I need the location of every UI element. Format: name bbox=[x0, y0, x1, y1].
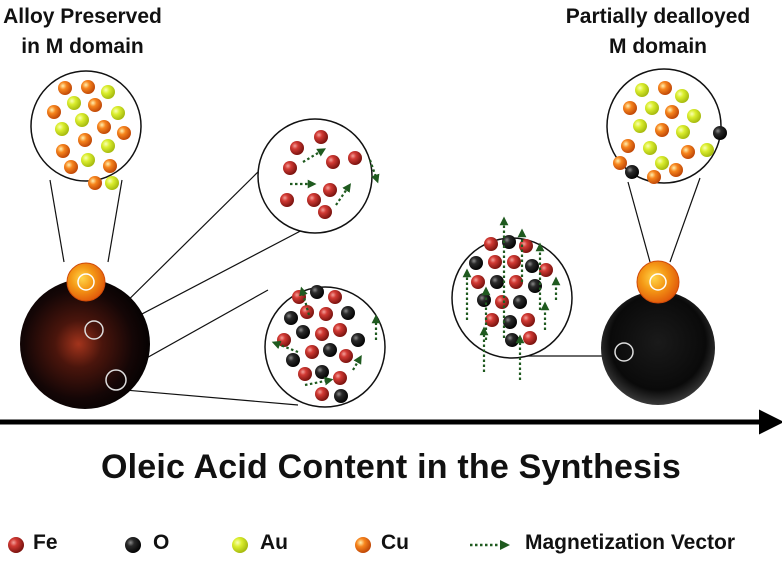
atoms-feo-right bbox=[469, 235, 553, 347]
vectors-fe-cluster bbox=[290, 148, 380, 206]
atoms-alloy-left bbox=[47, 80, 131, 190]
legend-cu-label: Cu bbox=[381, 531, 409, 554]
title-alloy-preserved: Alloy Preserved in M domain bbox=[0, 2, 165, 62]
legend-o-dot bbox=[125, 537, 141, 553]
legend-o-label: O bbox=[153, 531, 170, 554]
vectors-feo-right bbox=[462, 216, 561, 380]
legend-fe-dot bbox=[8, 537, 24, 553]
legend-au-label: Au bbox=[260, 531, 288, 554]
title-right-line1: Partially dealloyed bbox=[565, 5, 751, 28]
title-right-line2: M domain bbox=[609, 35, 707, 58]
axis-label: Oleic Acid Content in the Synthesis bbox=[100, 448, 682, 486]
atoms-alloy-right bbox=[613, 81, 727, 184]
atoms-fe-cluster bbox=[280, 130, 362, 219]
title-left-line1: Alloy Preserved bbox=[3, 5, 162, 28]
legend-fe-label: Fe bbox=[33, 531, 58, 554]
right-nanoparticle bbox=[601, 260, 715, 405]
legend-cu-dot bbox=[355, 537, 371, 553]
legend-vector-label: Magnetization Vector bbox=[525, 531, 736, 554]
legend-symbols bbox=[8, 537, 510, 553]
title-left-line2: in M domain bbox=[21, 35, 144, 58]
vectors-feo-left bbox=[271, 286, 381, 387]
legend-au-dot bbox=[232, 537, 248, 553]
title-partially-dealloyed: Partially dealloyed M domain bbox=[548, 2, 768, 62]
left-nanoparticle bbox=[20, 262, 150, 409]
